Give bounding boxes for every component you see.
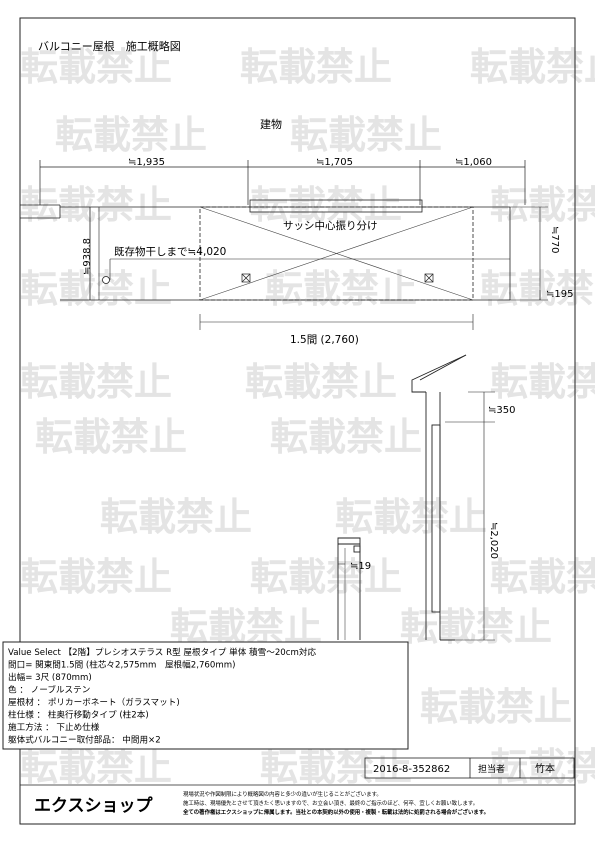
dimension-350: ≒350	[488, 405, 515, 416]
dimension-1060: ≒1,060	[455, 157, 492, 168]
watermark-text: 転載禁止	[20, 745, 172, 789]
watermark-text: 転載禁止	[20, 360, 172, 404]
spec-box	[2, 641, 409, 750]
right-dimensions	[510, 206, 548, 301]
watermark-text: 転載禁止	[20, 45, 172, 89]
person-label: 担当者	[478, 763, 505, 775]
watermark-text: 転載禁止	[240, 45, 392, 89]
dimension-938: ≒938.8	[82, 238, 93, 275]
watermark-text: 転載禁止	[470, 45, 595, 89]
roof-outline	[199, 206, 474, 301]
watermark-text: 転載禁止	[490, 183, 595, 227]
building-label: 建物	[260, 117, 282, 131]
title-block	[20, 757, 575, 786]
existing-dryer-label: 既存物干しまで≒4,020	[114, 245, 226, 258]
footer-note: 施工時は、現場優先とさせて頂きたく思いますので、お立会い頂き、最終のご指示のほど…	[183, 799, 478, 807]
sheet-border	[19, 17, 576, 825]
watermark-text: 転載禁止	[265, 267, 417, 311]
spec-line: 色 ： ノーブルステン	[8, 684, 90, 696]
watermark-text: 転載禁止	[250, 555, 402, 599]
watermark-text: 転載禁止	[100, 495, 252, 539]
spec-line: 間口= 関東間1.5間 (柱芯々2,575mm 屋根幅2,760mm)	[8, 659, 235, 671]
sash-center-label: サッシ中心振り分け	[283, 219, 378, 232]
footer-note: 全ての著作権はエクスショップに帰属します。当社との本契約以外の使用・複製・転載は…	[182, 808, 489, 816]
dimension-1-5-ken: 1.5間 (2,760)	[290, 334, 359, 346]
spec-line: 躯体式バルコニー取付部品： 中間用×2	[8, 734, 161, 746]
watermark-text: 転載禁止	[290, 113, 442, 157]
spec-line: 屋根材 ： ポリカーボネート（ガラスマット)	[8, 696, 180, 708]
page-title: バルコニー屋根 施工概略図	[38, 39, 181, 53]
footer-notes: 現場状況や作図制限により概略図の内容と多少の違いが生じることがございます。施工時…	[182, 790, 489, 816]
top-dimension	[39, 160, 526, 205]
watermark-text: 転載禁止	[55, 113, 207, 157]
dimension-195: ≒195	[546, 289, 573, 300]
watermark-text: 転載禁止	[250, 183, 402, 227]
balcony-parapet	[337, 537, 361, 640]
dimension-1705: ≒1,705	[316, 157, 353, 168]
document-number: 2016-8-352862	[373, 764, 450, 775]
watermark-text: 転載禁止	[480, 267, 595, 311]
section-wall	[411, 354, 467, 641]
watermark-layer: 転載禁止転載禁止転載禁止転載禁止転載禁止転載禁止転載禁止転載禁止転載禁止転載禁止…	[20, 45, 595, 789]
watermark-text: 転載禁止	[260, 745, 412, 789]
spec-line: 施工方法 ： 下止め仕様	[8, 721, 100, 733]
watermark-text: 転載禁止	[270, 415, 422, 459]
watermark-text: 転載禁止	[490, 555, 595, 599]
post-right-marker	[424, 273, 434, 283]
dimension-19: ≒19	[350, 561, 371, 572]
section-dimensions	[440, 391, 495, 641]
watermark-text: 転載禁止	[20, 267, 172, 311]
watermark-text: 転載禁止	[490, 745, 595, 789]
spec-line: 出幅= 3尺 (870mm)	[8, 671, 92, 683]
watermark-text: 転載禁止	[20, 555, 172, 599]
watermark-text: 転載禁止	[35, 415, 187, 459]
watermark-text: 転載禁止	[420, 685, 572, 729]
watermark-text: 転載禁止	[245, 360, 397, 404]
bottom-dimension	[199, 314, 474, 330]
sash-window	[249, 199, 423, 213]
post-left-marker	[241, 273, 251, 283]
dimension-770: ≒770	[549, 226, 560, 253]
spec-line: 柱仕様 ： 柱奥行移動タイプ (柱2本)	[8, 709, 149, 721]
watermark-text: 転載禁止	[490, 360, 595, 404]
footer-note: 現場状況や作図制限により概略図の内容と多少の違いが生じることがございます。	[183, 790, 382, 798]
spec-lines: Value Select 【2階】プレシオステラス R型 屋根タイプ 単体 積雪…	[8, 646, 316, 746]
person-name: 竹本	[535, 762, 555, 775]
company-logo: エクスショップ	[34, 795, 153, 816]
dimension-1935: ≒1,935	[128, 157, 165, 168]
dimension-2020: ≒2,020	[488, 522, 499, 559]
spec-line: Value Select 【2階】プレシオステラス R型 屋根タイプ 単体 積雪…	[8, 646, 316, 658]
watermark-text: 転載禁止	[335, 495, 487, 539]
existing-dryer-post	[102, 276, 110, 284]
roof-diagonal-2	[199, 206, 474, 301]
watermark-text: 転載禁止	[400, 605, 552, 649]
